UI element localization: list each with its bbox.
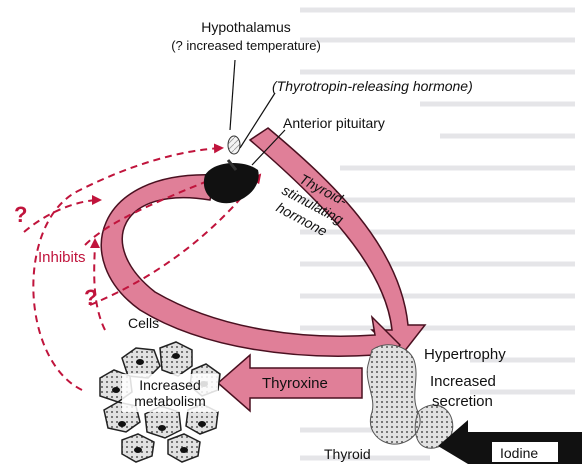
secretion-label-line-2: secretion bbox=[432, 393, 493, 410]
hypothalamus-pointer bbox=[230, 60, 235, 130]
metabolism-label-line-1: Increased bbox=[139, 377, 200, 393]
thyroxine-label: Thyroxine bbox=[262, 375, 328, 392]
inhibits-label: Inhibits bbox=[38, 249, 86, 266]
iodine-label: Iodine bbox=[500, 445, 538, 461]
metabolism-label-line-2: metabolism bbox=[134, 393, 206, 409]
tsh-arrow bbox=[250, 128, 425, 357]
trh-label: (Thyrotropin-releasing hormone) bbox=[272, 78, 473, 94]
hypertrophy-label: Hypertrophy bbox=[424, 346, 506, 363]
secretion-label-line-1: Increased bbox=[430, 373, 496, 390]
anterior-pituitary-label: Anterior pituitary bbox=[283, 115, 385, 131]
tsh-sweep-arrow bbox=[101, 175, 400, 372]
question-mark-lower: ? bbox=[84, 285, 97, 310]
hypothalamus-label: Hypothalamus bbox=[201, 19, 291, 35]
question-mark-upper: ? bbox=[14, 202, 27, 227]
pituitary-gland bbox=[204, 163, 259, 203]
cells-label: Cells bbox=[128, 315, 159, 331]
hypothalamus-note: (? increased temperature) bbox=[171, 38, 321, 53]
thyroid-label: Thyroid bbox=[324, 446, 371, 462]
hypothalamus-oval bbox=[228, 136, 240, 154]
